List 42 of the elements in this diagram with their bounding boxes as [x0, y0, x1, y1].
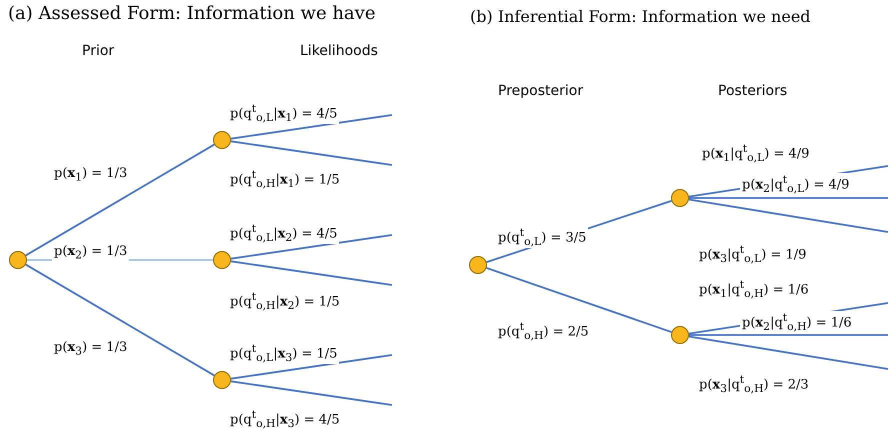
- panel-title: (b) Inferential Form: Information we need: [470, 8, 811, 26]
- edge-label: p(x$_{1}$|q$^{t}$$_{o,H}$) = 1/6: [697, 278, 811, 300]
- edge-label: p(x$_{3}$) = 1/3: [52, 340, 130, 358]
- chance-node: [9, 251, 27, 269]
- branch-line: [25, 264, 215, 376]
- edge-label: p(q$^{t}$$_{o,L}$|x$_{3}$) = 1/5: [228, 342, 340, 364]
- column-heading: Posteriors: [718, 84, 788, 100]
- branch-line: [486, 267, 672, 333]
- column-heading: Likelihoods: [300, 44, 378, 60]
- branch-line: [688, 336, 888, 370]
- edge-label: p(q$^{t}$$_{o,L}$|x$_{1}$) = 4/5: [228, 102, 340, 124]
- edge-label: p(x$_{3}$|q$^{t}$$_{o,H}$) = 2/3: [697, 373, 811, 395]
- chance-node: [213, 251, 231, 269]
- branch-line: [689, 334, 888, 336]
- panel-title: (a) Assessed Form: Information we have: [8, 4, 376, 24]
- chance-node: [213, 371, 231, 389]
- edge-label: p(q$^{t}$$_{o,L}$) = 3/5: [496, 226, 588, 248]
- edge-label: p(x$_{2}$|q$^{t}$$_{o,L}$) = 4/9: [740, 173, 852, 195]
- branch-line: [230, 260, 392, 286]
- branch-line: [230, 380, 392, 406]
- branch-line: [230, 114, 392, 140]
- edge-label: p(x$_{1}$|q$^{t}$$_{o,L}$) = 4/9: [700, 142, 812, 164]
- edge-label: p(x$_{2}$|q$^{t}$$_{o,H}$) = 1/6: [740, 311, 854, 333]
- column-heading: Prior: [82, 44, 114, 60]
- branch-line: [688, 198, 888, 233]
- chance-node: [671, 189, 689, 207]
- edge-label: p(x$_{2}$) = 1/3: [52, 244, 130, 262]
- edge-label: p(q$^{t}$$_{o,H}$|x$_{1}$) = 1/5: [228, 168, 342, 190]
- branch-line: [689, 197, 888, 199]
- edge-label: p(q$^{t}$$_{o,H}$) = 2/5: [496, 320, 591, 342]
- chance-node: [671, 326, 689, 344]
- chance-node: [469, 256, 487, 274]
- edge-label: p(x$_{3}$|q$^{t}$$_{o,L}$) = 1/9: [697, 243, 808, 265]
- edge-label: p(q$^{t}$$_{o,H}$|x$_{2}$) = 1/5: [228, 290, 342, 312]
- branch-line: [230, 234, 392, 260]
- edge-label: p(q$^{t}$$_{o,H}$|x$_{3}$) = 4/5: [228, 408, 342, 430]
- column-heading: Preposterior: [498, 84, 584, 100]
- chance-node: [213, 131, 231, 149]
- edge-label: p(q$^{t}$$_{o,L}$|x$_{2}$) = 4/5: [228, 222, 340, 244]
- branch-line: [230, 354, 392, 380]
- branch-line: [25, 144, 215, 256]
- branch-line: [230, 140, 392, 166]
